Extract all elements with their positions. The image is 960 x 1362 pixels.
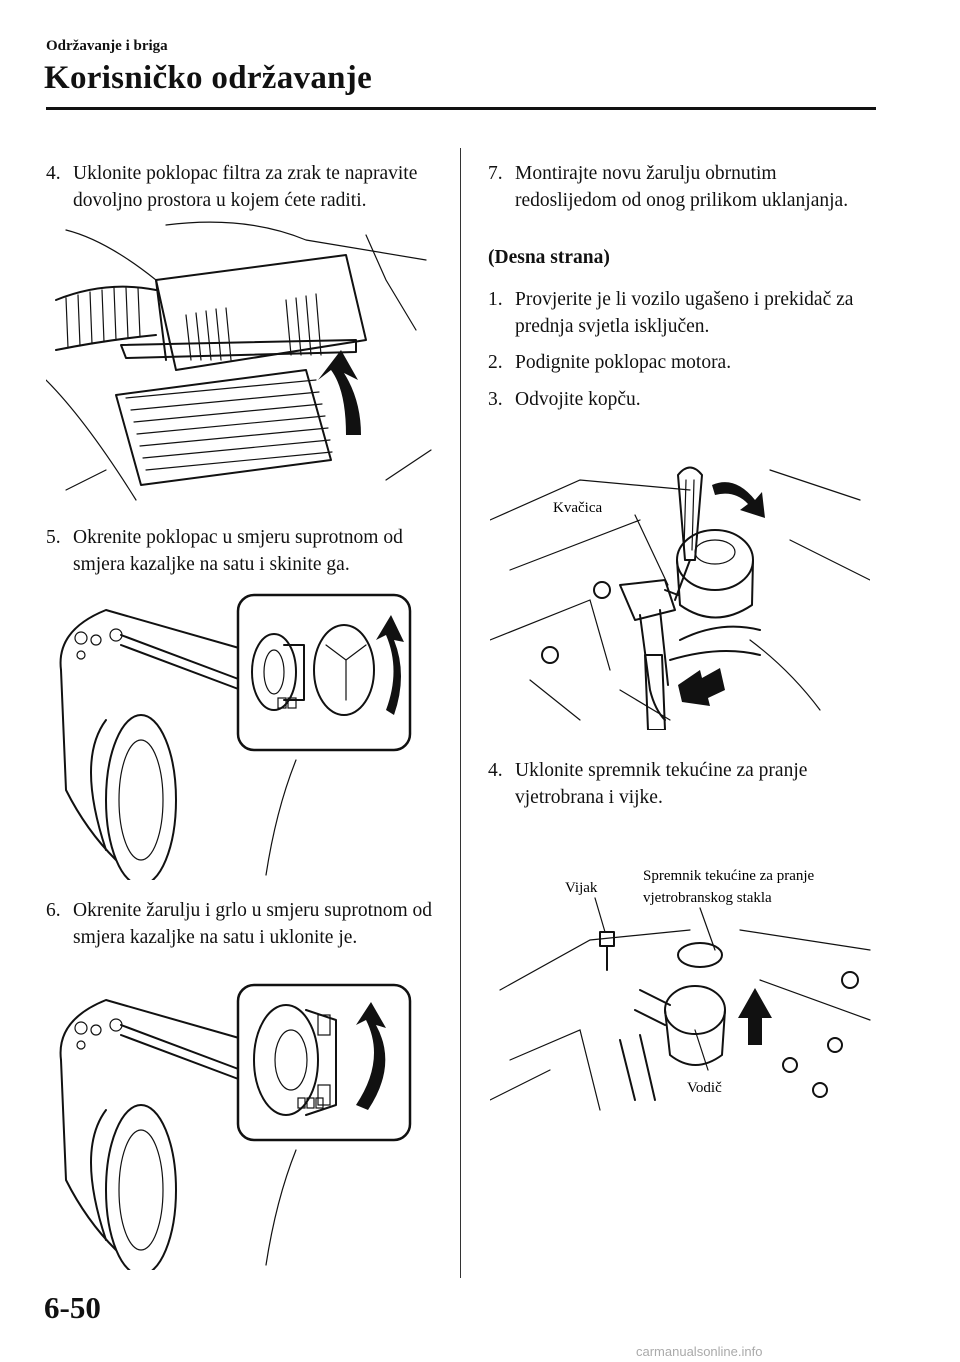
rotate-arrow-icon [712, 482, 765, 518]
clip-label: Kvačica [553, 500, 602, 516]
washer-tank-illustration: Vijak Spremnik tekućine za pranje vjetro… [490, 868, 871, 1111]
step-text: Okrenite žarulju i grlo u smjeru suprotn… [73, 900, 433, 948]
rotate-arrow-icon [356, 1002, 386, 1110]
step-3-right: 3. Odvojite kopču. [488, 386, 868, 413]
step-text: Uklonite spremnik tekućine za pranje vje… [515, 760, 808, 808]
step-2-right: 2. Podignite poklopac motora. [488, 349, 868, 376]
step-text: Uklonite poklopac filtra za zrak te napr… [73, 163, 418, 211]
step-number: 4. [46, 163, 61, 184]
watermark: carmanualsonline.info [636, 1344, 763, 1359]
step-text: Montirajte novu žarulju obrnutim redosli… [515, 163, 849, 211]
screw-label: Vijak [565, 880, 598, 896]
step-text: Okrenite poklopac u smjeru suprotnom od … [73, 527, 403, 575]
step-1-right: 1. Provjerite je li vozilo ugašeno i pre… [488, 286, 868, 340]
right-side-heading: (Desna strana) [488, 247, 610, 268]
page-title: Korisničko održavanje [44, 60, 373, 96]
air-filter-illustration [46, 221, 432, 501]
rotate-arrow-icon [376, 615, 404, 715]
column-divider [460, 148, 461, 1278]
step-6-left: 6. Okrenite žarulju i grlo u smjeru supr… [46, 897, 446, 951]
step-number: 5. [46, 527, 61, 548]
bulb-socket-illustration [59, 983, 412, 1270]
step-text: Provjerite je li vozilo ugašeno i prekid… [515, 289, 854, 337]
step-number: 7. [488, 163, 503, 184]
lift-arrow-icon [678, 668, 725, 706]
step-text: Odvojite kopču. [515, 389, 641, 410]
step-number: 2. [488, 352, 503, 373]
step-number: 1. [488, 289, 503, 310]
header-rule [46, 107, 876, 110]
tank-label-line1: Spremnik tekućine za pranje [643, 868, 815, 884]
tank-label-line2: vjetrobranskog stakla [643, 890, 772, 906]
clip-screwdriver-illustration: Kvačica [490, 466, 870, 730]
step-4-left: 4. Uklonite poklopac filtra za zrak te n… [46, 160, 446, 214]
step-number: 3. [488, 389, 503, 410]
step-number: 6. [46, 900, 61, 921]
section-title: Održavanje i briga [46, 38, 168, 54]
step-text: Podignite poklopac motora. [515, 352, 732, 373]
lift-arrow-icon [318, 350, 361, 435]
step-4-right: 4. Uklonite spremnik tekućine za pranje … [488, 757, 868, 811]
step-7-right: 7. Montirajte novu žarulju obrnutim redo… [488, 160, 868, 214]
step-5-left: 5. Okrenite poklopac u smjeru suprotnom … [46, 524, 446, 578]
lift-arrow-icon [738, 988, 772, 1045]
step-number: 4. [488, 760, 503, 781]
guide-label: Vodič [687, 1080, 722, 1096]
page-number: 6-50 [44, 1290, 101, 1325]
headlight-cover-illustration [59, 593, 412, 880]
